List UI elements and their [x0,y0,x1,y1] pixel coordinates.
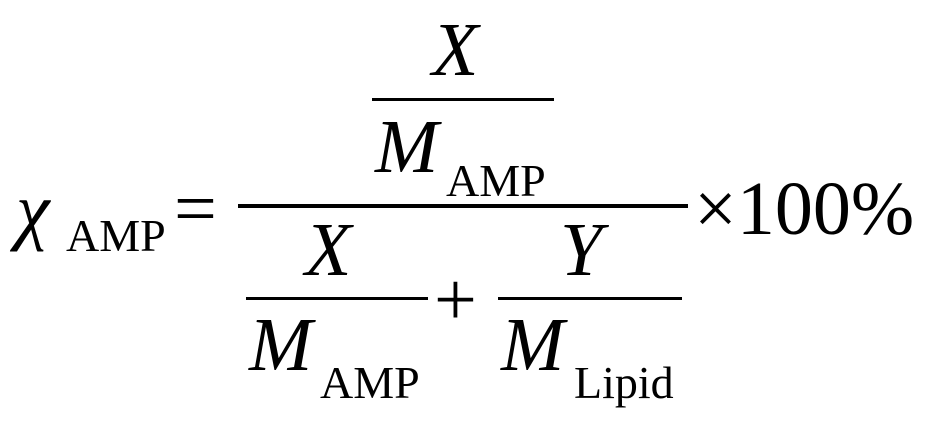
numerator-denom-subscript: AMP [446,155,546,206]
denominator-term2-denom-subscript: Lipid [574,357,674,408]
denominator-term1-denom-subscript: AMP [320,357,420,408]
lhs-symbol: χ [16,168,50,252]
denominator-term1-denom-symbol: M [249,303,313,387]
equals-sign: = [174,167,217,251]
main-fraction-bar [238,204,688,208]
numerator-denom-symbol: M [375,105,439,189]
denominator-term2-fraction-bar [498,297,682,300]
denominator-term2-var: Y [560,208,603,292]
numerator-fraction-bar [372,98,554,101]
numerator-var: X [432,8,479,92]
denominator-term1-fraction-bar [246,297,428,300]
denominator-term1-var: X [305,208,352,292]
percent-multiplier: ×100% [694,167,915,251]
denominator-term2-denom-symbol: M [501,303,565,387]
plus-sign: + [434,258,477,342]
lhs-subscript: AMP [66,210,166,261]
